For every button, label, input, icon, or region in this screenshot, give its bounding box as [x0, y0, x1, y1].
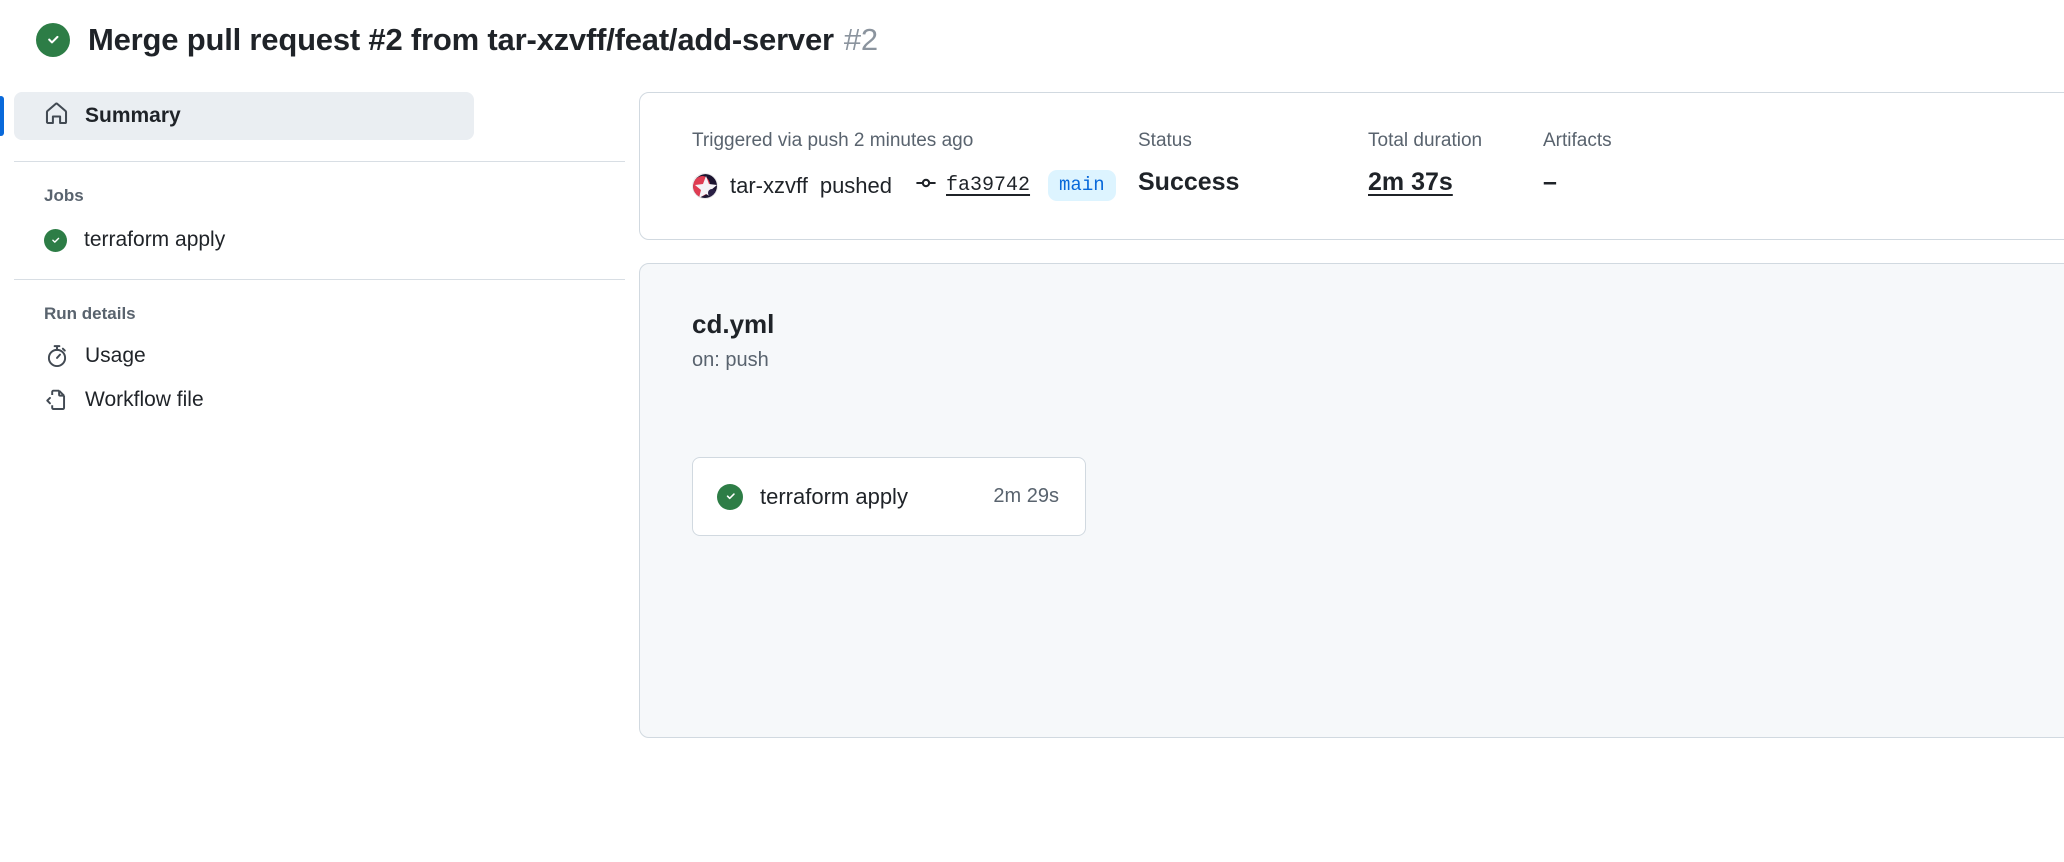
home-icon: [44, 101, 69, 131]
git-commit-icon: [915, 172, 937, 199]
success-check-icon: [44, 228, 67, 252]
status-value: Success: [1138, 168, 1240, 196]
workflow-job-node-label: terraform apply: [760, 483, 908, 509]
sidebar-item-workflow-file[interactable]: Workflow file: [14, 368, 639, 412]
sidebar: Summary Jobs terraform apply Run details…: [0, 70, 639, 412]
file-code-icon: [44, 388, 70, 412]
sidebar-item-summary[interactable]: Summary: [0, 92, 474, 140]
pusher-row: tar-xzvff pushed fa39742 main: [692, 170, 1138, 201]
run-meta-card: Triggered via push 2 minutes ago: [639, 92, 2064, 240]
sidebar-job-label: terraform apply: [84, 228, 226, 251]
stopwatch-icon: [44, 344, 70, 368]
workflow-job-node-terraform-apply[interactable]: terraform apply 2m 29s: [692, 457, 1086, 536]
sidebar-section-jobs: Jobs: [44, 186, 84, 205]
avatar[interactable]: [692, 172, 718, 199]
pusher-name[interactable]: tar-xzvff: [730, 172, 808, 198]
pusher-action: pushed: [819, 172, 893, 198]
sidebar-item-usage[interactable]: Usage: [14, 324, 639, 368]
sidebar-divider-2: [14, 279, 625, 280]
sidebar-item-label-usage: Usage: [85, 344, 146, 367]
success-check-icon: [36, 23, 70, 57]
trigger-column: Triggered via push 2 minutes ago: [692, 131, 1138, 201]
status-column: Status Success: [1138, 131, 1368, 195]
page-title-text: Merge pull request #2 from tar-xzvff/fea…: [88, 22, 834, 58]
artifacts-value: –: [1543, 168, 1557, 196]
page-header: Merge pull request #2 from tar-xzvff/fea…: [0, 0, 2064, 70]
success-check-icon: [717, 483, 743, 510]
branch-badge[interactable]: main: [1048, 170, 1116, 201]
workflow-event: on: push: [692, 349, 769, 372]
duration-label: Total duration: [1368, 130, 1483, 151]
duration-value[interactable]: 2m 37s: [1368, 168, 1453, 196]
artifacts-column: Artifacts –: [1543, 131, 1612, 195]
workflow-graph-card: cd.yml on: push terraform apply 2m 29s: [639, 263, 2064, 738]
workflow-job-node-duration: 2m 29s: [993, 485, 1059, 507]
trigger-label: Triggered via push 2 minutes ago: [692, 130, 974, 151]
page-title: Merge pull request #2 from tar-xzvff/fea…: [88, 21, 878, 58]
sidebar-section-run-details: Run details: [44, 304, 136, 323]
duration-column: Total duration 2m 37s: [1368, 131, 1543, 195]
main-content: Triggered via push 2 minutes ago: [639, 70, 2064, 738]
artifacts-label: Artifacts: [1543, 130, 1612, 151]
status-label: Status: [1138, 130, 1192, 151]
commit-group: fa39742 main: [915, 170, 1116, 201]
sidebar-job-terraform-apply[interactable]: terraform apply: [14, 206, 639, 252]
sidebar-divider-1: [14, 161, 625, 162]
run-number: #2: [843, 22, 878, 58]
sidebar-item-label-summary: Summary: [85, 104, 181, 127]
sidebar-item-label-workflow-file: Workflow file: [85, 388, 204, 411]
run-meta-row: Triggered via push 2 minutes ago: [640, 93, 2064, 239]
commit-sha-link[interactable]: fa39742: [946, 174, 1031, 197]
page-layout: Summary Jobs terraform apply Run details…: [0, 70, 2064, 738]
workflow-name: cd.yml: [692, 309, 775, 339]
